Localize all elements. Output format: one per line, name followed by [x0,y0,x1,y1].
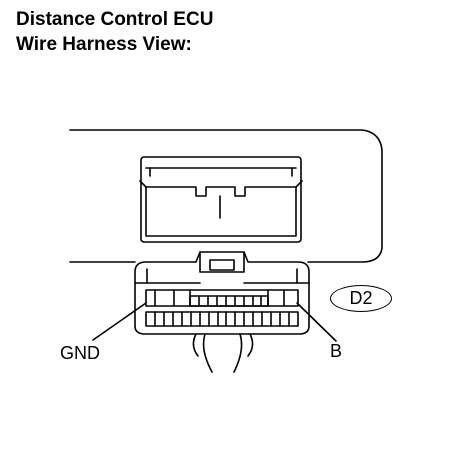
gnd-pin-label: GND [60,343,100,363]
harness-lock-slot [209,259,235,271]
pin-dividers-upper [154,289,285,307]
harness-connector-housing [134,251,310,335]
pin-row-upper [145,289,299,307]
ecu-body-outline [69,129,383,263]
b-pin-label: B [330,341,343,361]
diagram-subtitle: Wire Harness View: [16,34,192,55]
wire-bundle [192,333,254,373]
ecu-socket-rib [139,180,303,188]
connector-code-badge: D2 [330,285,392,312]
pin-dividers-lower [154,311,290,327]
pin-center-dividers [198,295,262,307]
b-leader-line [296,302,337,342]
harness-lock-tab [199,251,245,273]
pin-center-block [189,295,269,307]
harness-latch-notch [146,268,298,284]
diagram-title: Distance Control ECU [16,9,214,30]
ecu-socket-outer [140,156,302,243]
pin-row-lower [145,311,299,327]
ecu-socket-rail [149,167,293,177]
gnd-leader-line [92,302,147,341]
ecu-socket-inner [145,186,297,237]
